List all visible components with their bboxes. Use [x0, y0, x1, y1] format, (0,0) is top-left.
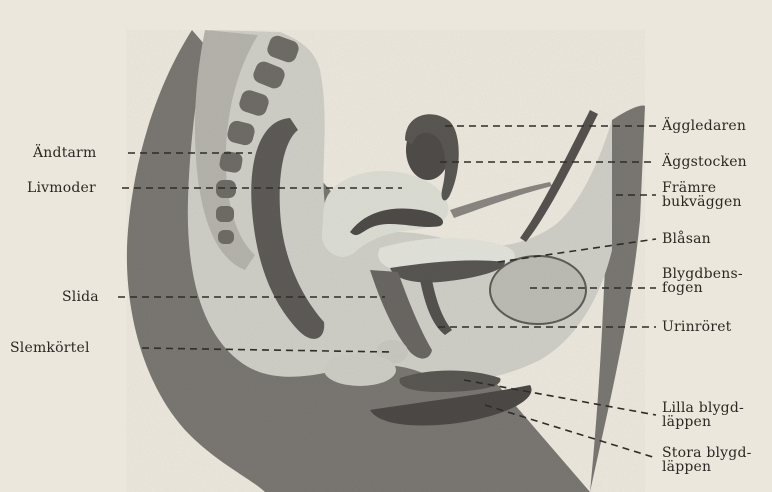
label-slida: Slida [62, 290, 99, 304]
label-livmoder: Livmoder [27, 181, 96, 195]
label-lilla-blygdlappen: Lilla blygd- läppen [662, 401, 744, 429]
label-stora-blygdlappen: Stora blygd- läppen [662, 446, 752, 474]
label-urinroret: Urinröret [662, 320, 732, 334]
label-framre-bukvaggen: Främre bukväggen [662, 181, 742, 209]
label-aggledaren: Äggledaren [662, 119, 746, 133]
label-andtarm: Ändtarm [33, 146, 96, 160]
pubic-symphysis [490, 256, 586, 324]
label-slemkortel: Slemkörtel [10, 341, 90, 355]
label-blygdbensfogen: Blygdbens- fogen [662, 267, 743, 295]
label-aggstocken: Äggstocken [662, 155, 747, 169]
label-blasan: Blåsan [662, 232, 711, 246]
